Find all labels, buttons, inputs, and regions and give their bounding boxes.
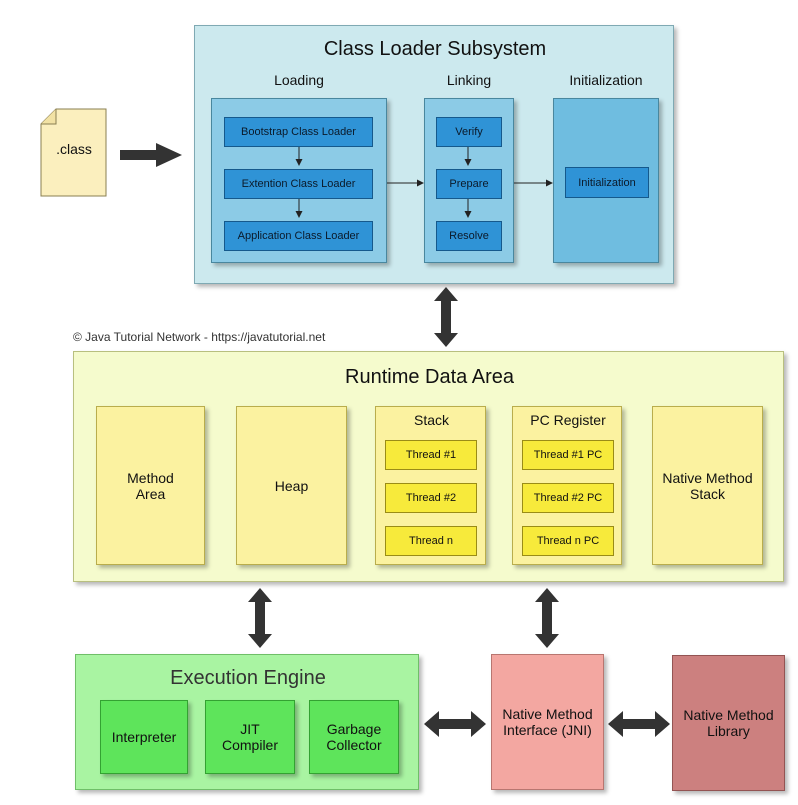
execution-engine-title: Execution Engine xyxy=(170,666,326,689)
jit-compiler-label: JIT Compiler xyxy=(221,721,278,753)
jni-label: Native Method Interface (JNI) xyxy=(502,706,593,738)
interpreter: Interpreter xyxy=(100,700,188,774)
connector-arrows xyxy=(295,147,553,218)
pc-register-panel: PC Register Thread #1 PC Thread #2 PC Th… xyxy=(512,406,622,565)
linking-panel: Verify Prepare Resolve xyxy=(424,98,514,263)
native-method-stack-label: Native Method Stack xyxy=(662,469,753,502)
pc-thread-1: Thread #1 PC xyxy=(522,440,614,470)
double-arrow-vertical-icon xyxy=(248,588,272,648)
heap: Heap xyxy=(236,406,347,565)
stack-heading: Stack xyxy=(413,412,449,428)
stack-thread-1: Thread #1 xyxy=(385,440,477,470)
prepare-step: Prepare xyxy=(436,169,502,199)
pc-thread-2: Thread #2 PC xyxy=(522,483,614,513)
garbage-collector-label: Garbage Collector xyxy=(326,721,382,753)
pc-register-heading: PC Register xyxy=(530,412,606,428)
method-area: Method Area xyxy=(96,406,205,565)
bootstrap-class-loader: Bootstrap Class Loader xyxy=(224,117,373,147)
stack-thread-n: Thread n xyxy=(385,526,477,556)
native-method-library: Native Method Library xyxy=(672,655,785,791)
execution-engine: Execution Engine Interpreter JIT Compile… xyxy=(75,654,419,790)
arrow-right-icon xyxy=(120,143,182,167)
initialization-panel: Initialization xyxy=(553,98,659,263)
initialization-heading: Initialization xyxy=(569,72,643,88)
extention-class-loader: Extention Class Loader xyxy=(224,169,373,199)
loading-panel: Bootstrap Class Loader Extention Class L… xyxy=(211,98,387,263)
stack-thread-2: Thread #2 xyxy=(385,483,477,513)
application-class-loader: Application Class Loader xyxy=(224,221,373,251)
initialization-step: Initialization xyxy=(565,167,649,198)
class-file-label: .class xyxy=(56,141,92,157)
double-arrow-vertical-icon xyxy=(434,287,458,347)
double-arrow-horizontal-icon xyxy=(608,711,670,737)
class-loader-title: Class Loader Subsystem xyxy=(323,37,547,60)
double-arrow-vertical-icon xyxy=(535,588,559,648)
runtime-title: Runtime Data Area xyxy=(345,365,514,388)
method-area-label: Method Area xyxy=(127,469,174,502)
class-loader-subsystem: Class Loader Subsystem Loading Linking I… xyxy=(194,25,674,284)
verify-step: Verify xyxy=(436,117,502,147)
class-file-icon: .class xyxy=(40,108,108,197)
credit-text: © Java Tutorial Network - https://javatu… xyxy=(73,330,326,344)
garbage-collector: Garbage Collector xyxy=(309,700,399,774)
loading-heading: Loading xyxy=(274,72,324,88)
runtime-data-area: Runtime Data Area Method Area Heap Stack… xyxy=(73,351,784,582)
linking-heading: Linking xyxy=(446,72,492,88)
resolve-step: Resolve xyxy=(436,221,502,251)
native-library-label: Native Method Library xyxy=(683,707,774,739)
native-method-stack: Native Method Stack xyxy=(652,406,763,565)
native-method-interface: Native Method Interface (JNI) xyxy=(491,654,604,790)
stack-panel: Stack Thread #1 Thread #2 Thread n xyxy=(375,406,486,565)
double-arrow-horizontal-icon xyxy=(424,711,486,737)
pc-thread-n: Thread n PC xyxy=(522,526,614,556)
heap-label: Heap xyxy=(274,477,309,494)
jit-compiler: JIT Compiler xyxy=(205,700,295,774)
